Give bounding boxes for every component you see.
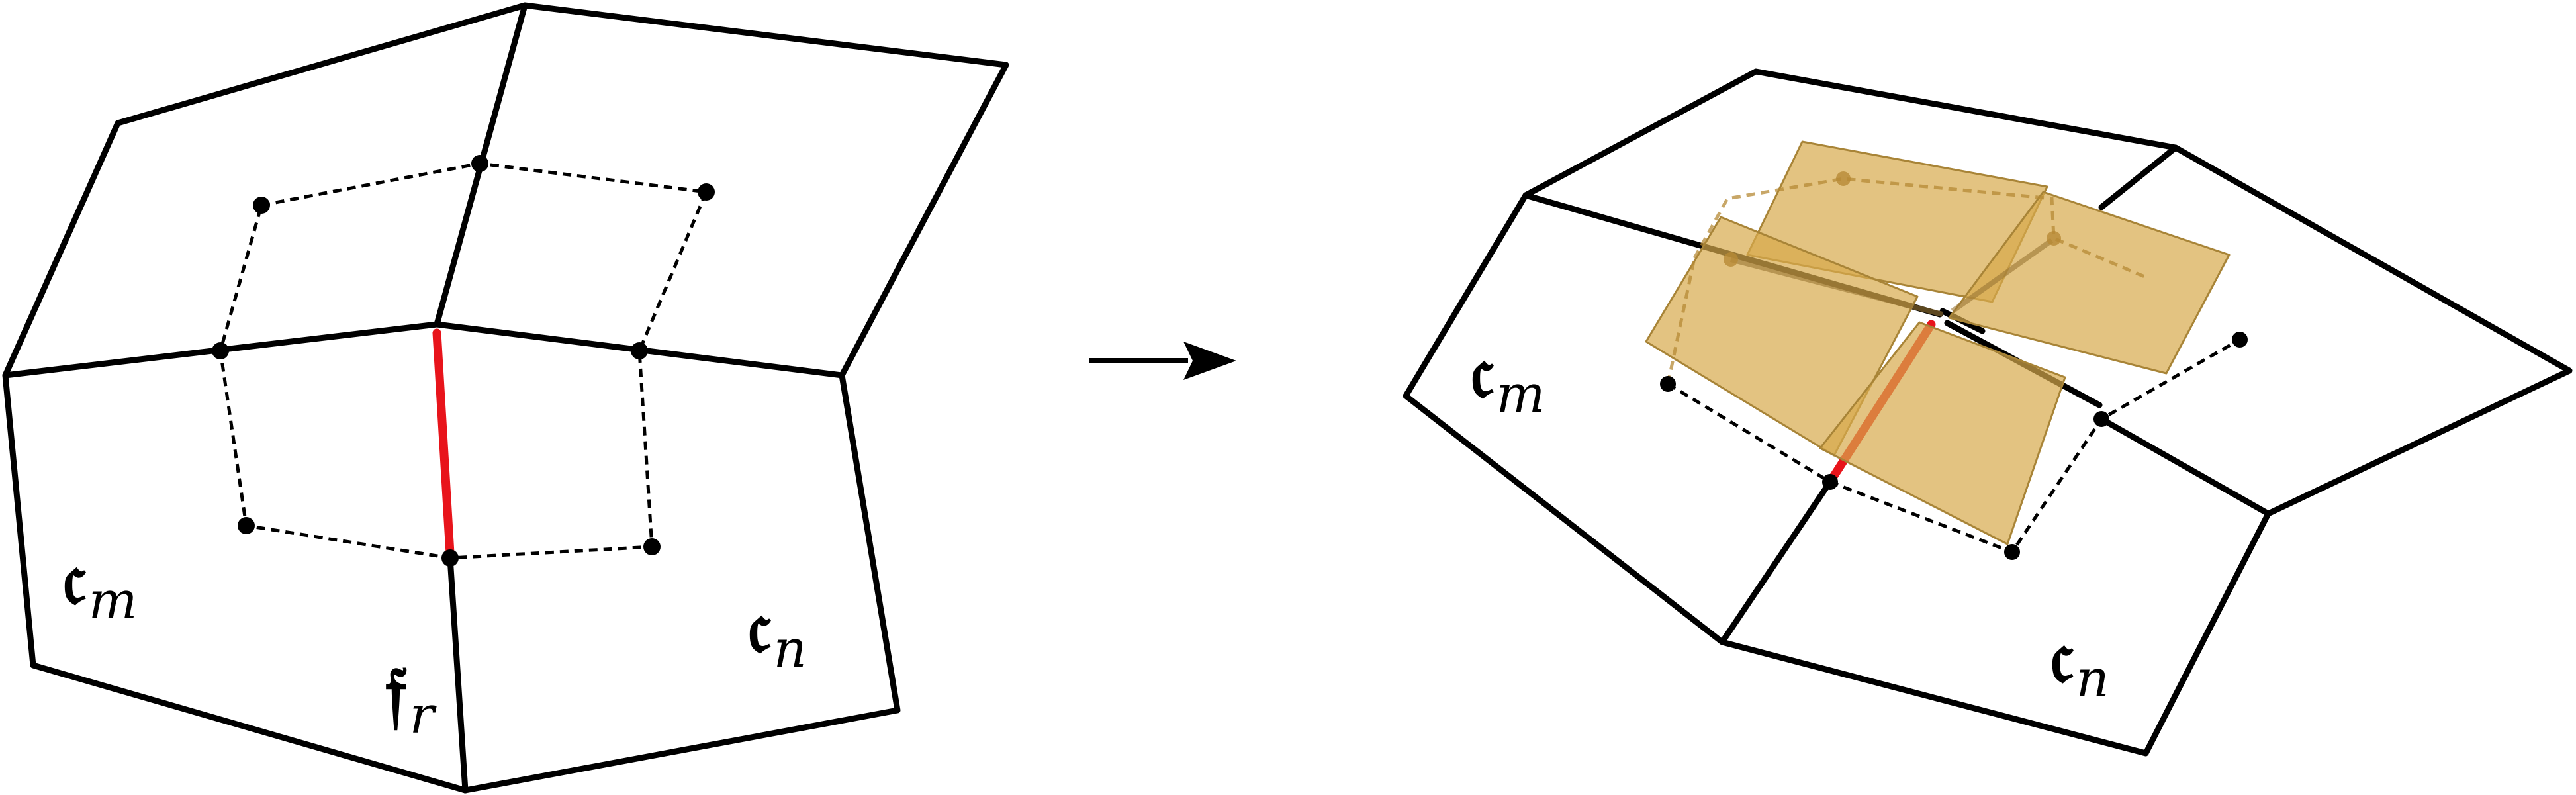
- dual-node: [2232, 332, 2248, 348]
- right-cell-n-boundary: [1719, 416, 2272, 757]
- right-dual-nodes-faint: [1724, 171, 2061, 267]
- right-panel: 𝔠m 𝔠n: [1403, 68, 2573, 757]
- label-fr: 𝔣r: [385, 650, 437, 745]
- dual-path-faint: [1692, 177, 2148, 280]
- dual-node-faint: [1836, 171, 1851, 186]
- dual-node: [471, 155, 488, 172]
- dual-path-faint: [1666, 257, 1696, 385]
- mesh-edge-faint: [1951, 238, 2054, 314]
- left-mesh-outline: [2, 2, 1009, 794]
- right-arrow-icon: [1089, 342, 1236, 380]
- right-cell-m-boundary: [1403, 192, 1943, 645]
- patch-top-right: [1948, 191, 2231, 375]
- dual-node: [643, 538, 661, 555]
- left-mesh-edges: [2, 2, 1009, 794]
- dual-node: [1660, 376, 1676, 392]
- label-cm-left: 𝔠m: [63, 536, 138, 631]
- face-fr-highlight: [432, 328, 455, 558]
- dual-node: [1822, 474, 1838, 490]
- right-dual-faint: [1666, 177, 2148, 385]
- label-cm-right: 𝔠m: [1471, 329, 1545, 424]
- dual-node: [2093, 411, 2109, 427]
- transparent-patches: [1645, 140, 2231, 545]
- right-dual-nodes: [1660, 332, 2248, 560]
- dual-node: [253, 197, 270, 214]
- dual-node-faint: [1724, 252, 1738, 267]
- label-cn-left: 𝔠n: [748, 584, 807, 679]
- patch-bottom: [1819, 321, 2066, 545]
- dual-node: [631, 342, 648, 359]
- left-edge-bottom-vertical: [447, 555, 469, 794]
- dual-node: [2004, 544, 2020, 560]
- left-panel: 𝔠m 𝔠n 𝔣r: [2, 2, 1009, 794]
- right-mesh-inner-faint: [1729, 238, 2054, 317]
- right-edge-inner: [2098, 144, 2179, 210]
- dual-node: [441, 549, 459, 567]
- dual-node-faint: [2047, 231, 2061, 246]
- dual-node: [212, 342, 229, 359]
- label-cn-right: 𝔠n: [2050, 614, 2109, 709]
- dual-node: [698, 183, 715, 201]
- left-dual-nodes: [212, 155, 715, 567]
- dual-node: [238, 517, 255, 534]
- mesh-edge-faint: [1729, 257, 1944, 317]
